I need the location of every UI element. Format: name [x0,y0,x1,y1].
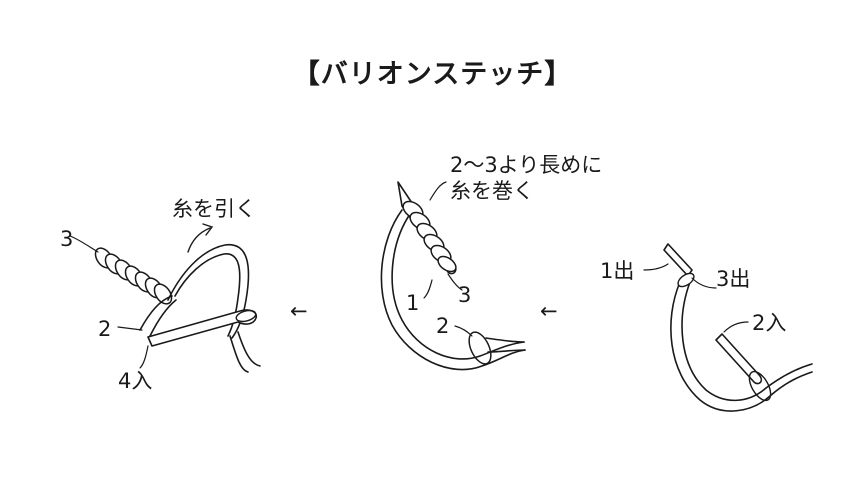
label-step3-num3: 3 [60,227,73,251]
label-step2-num1: 1 [406,291,419,315]
needle-wraps [402,200,457,273]
label-pull-thread: 糸を引く [172,197,256,221]
leader-3 [69,235,99,253]
step1-needle-tip [663,243,693,277]
pull-arrow-head [202,223,214,236]
flow-arrow-left-2: ← [540,299,558,323]
step2-illustration: 2〜3より長めに 糸を巻く 1 3 2 [380,153,602,371]
label-wrap-longer: 2〜3より長めに [450,153,602,177]
step1-illustration: 1出 3出 2入 [600,243,813,412]
label-in4: 4入 [118,369,152,393]
label-step2-num2: 2 [436,314,449,338]
label-in2: 2入 [752,311,786,335]
pull-arrow-curve [187,227,211,253]
coil-wraps [94,247,173,305]
label-wrap-thread: 糸を巻く [450,179,534,203]
step3-needle [147,309,258,347]
label-step2-num3: 3 [458,283,471,307]
page-title: 【バリオンステッチ】 [292,59,573,90]
flow-arrow-left: ← [290,299,308,323]
leader-4 [139,345,149,369]
label-step3-num2: 2 [98,317,111,341]
step1-needle-shaft [715,333,763,385]
step3-illustration: 糸を引く 3 2 4入 [60,197,261,393]
leader-2 [117,326,143,331]
label-out1: 1出 [600,259,634,283]
label-out3: 3出 [716,267,750,291]
